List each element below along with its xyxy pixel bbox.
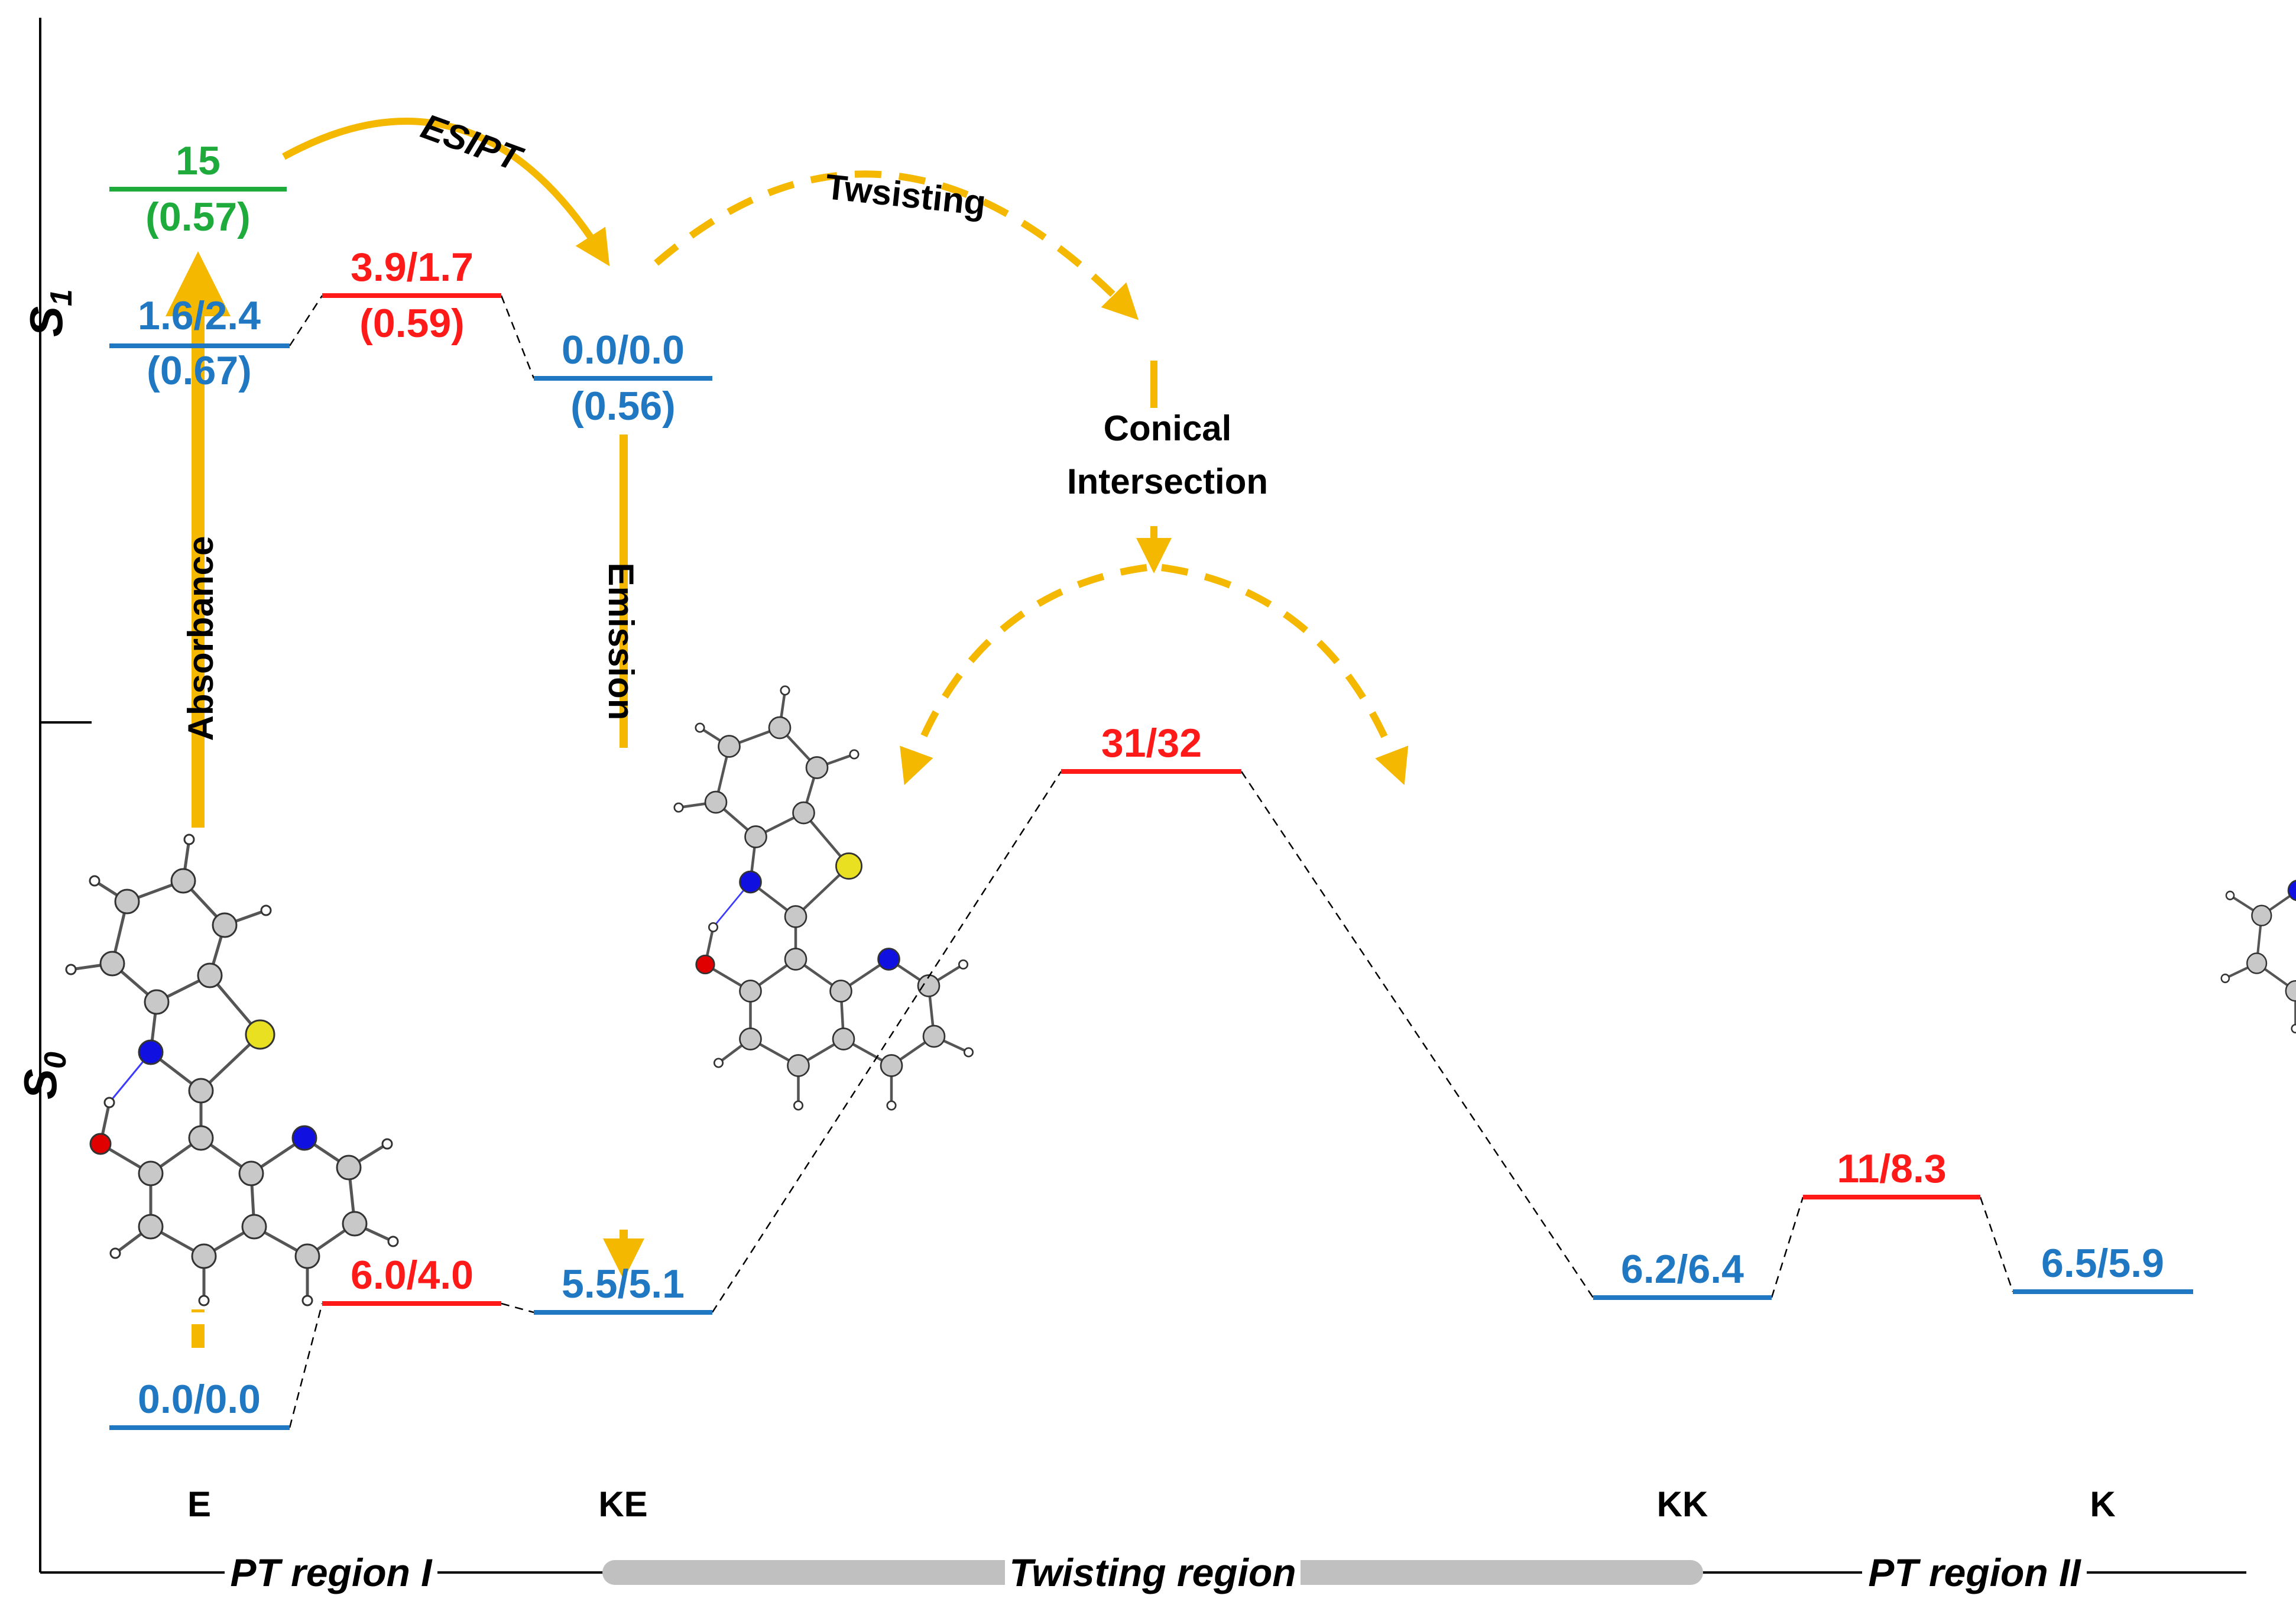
molecule-kk-icon [2222,633,2296,1033]
level-s1-fc-oscillator: (0.57) [145,194,251,239]
connector-s0-e-ts1 [288,1303,323,1428]
molecule-e-icon [66,835,398,1305]
level-s1-ts-energy: 3.9/1.7 [351,245,474,290]
s0-axis-label: S0 [14,1052,73,1100]
ci-right-arrow [1161,564,1409,786]
species-label-ke: KE [598,1484,647,1524]
connector-s1-e-ts [288,295,323,346]
level-s1-ts-oscillator: (0.59) [359,301,465,346]
connector-s0-twist-kk [1240,771,1594,1298]
conical-label-line2: Intersection [1067,462,1268,501]
level-s0-ts2-energy: 11/8.3 [1837,1146,1946,1191]
region-label-pt2: PT region II [1868,1551,2081,1594]
pt1-label-bg [225,1549,437,1596]
connector-s0-ts2-k [1979,1197,2014,1292]
region-label-twist: Twisting region [1009,1551,1296,1594]
level-s1-e-oscillator: (0.67) [147,348,252,393]
species-label-k: K [2090,1484,2115,1524]
level-s0-twist-energy: 31/32 [1101,721,1202,766]
molecule-ke-icon [674,686,973,1110]
level-s1-fc-energy: 15 [176,138,220,183]
esipt-label: ESIPT [416,106,528,180]
esipt-arrow [282,118,610,267]
absorbance-label: Absorbance [181,536,220,741]
level-s0-k-energy: 6.5/5.9 [2041,1241,2164,1286]
level-s0-ts1-energy: 6.0/4.0 [351,1253,474,1298]
level-s0-ke-energy: 5.5/5.1 [562,1262,685,1306]
level-s1-e-energy: 1.6/2.4 [138,293,261,338]
level-s0-kk-energy: 6.2/6.4 [1621,1247,1744,1292]
twist-label-bg [1005,1549,1301,1596]
species-label-e: E [187,1484,211,1524]
ci-left-arrow [900,564,1147,786]
s1-axis-label: S1 [20,289,79,337]
connector-s0-kk-ts2 [1770,1197,1804,1298]
species-label-kk: KK [1657,1484,1708,1524]
region-label-pt1: PT region I [230,1551,433,1594]
level-s0-e-energy: 0.0/0.0 [138,1377,261,1422]
twisting-label: Twsisting [823,167,988,223]
connector-s1-ts-ke [500,295,535,379]
pt2-label-bg [1862,1549,2087,1596]
conical-label-line1: Conical [1104,408,1232,448]
connector-s0-ke-twist [711,771,1062,1313]
level-s1-ke-energy: 0.0/0.0 [562,328,685,372]
level-s1-ke-oscillator: (0.56) [570,384,676,429]
emission-label: Emission [601,563,641,721]
connector-s0-ts1-ke [501,1302,534,1314]
